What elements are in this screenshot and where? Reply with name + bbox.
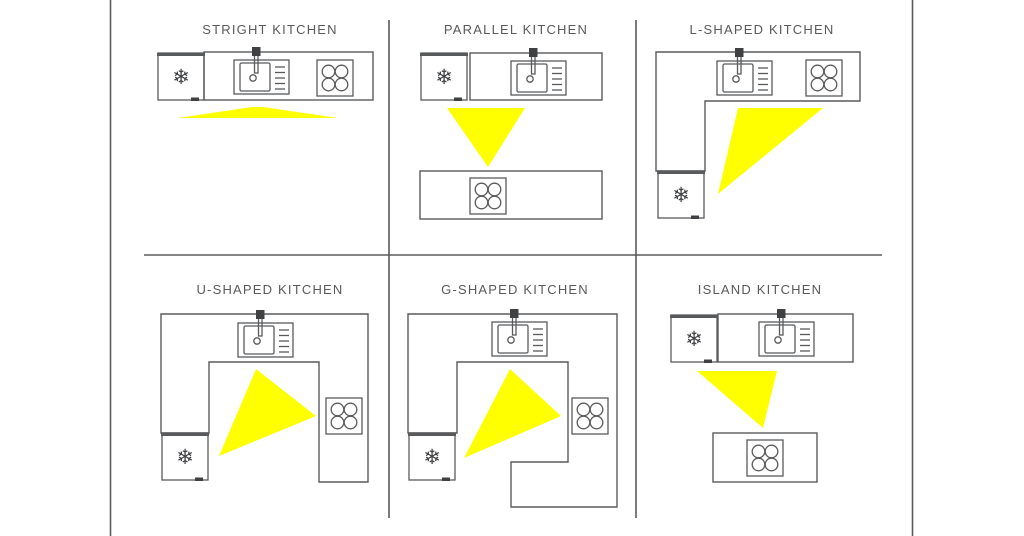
counter: [469, 52, 603, 101]
u-shaped-kitchen-diagram: [159, 309, 369, 483]
sink-icon: [491, 308, 548, 357]
cell-title-l-shaped: L-SHAPED KITCHEN: [689, 22, 835, 37]
sink-icon: [716, 47, 773, 96]
work-triangle: [447, 108, 525, 167]
hob-icon: [469, 177, 507, 215]
straight-kitchen-diagram: [155, 46, 374, 118]
grid-lines: [109, 0, 914, 536]
fridge-icon: [418, 51, 470, 103]
sink-icon: [233, 46, 290, 95]
fridge-icon: [406, 431, 458, 483]
g-shaped-kitchen-diagram: [406, 308, 618, 508]
sink-icon: [758, 308, 815, 357]
hob-icon: [746, 439, 784, 477]
cell-title-parallel: PARALLEL KITCHEN: [443, 22, 589, 37]
sink-icon: [237, 309, 294, 358]
island-counter: [712, 432, 818, 483]
work-triangle: [697, 371, 777, 428]
island-counter: [419, 170, 603, 220]
cell-title-island: ISLAND KITCHEN: [697, 282, 823, 297]
island-kitchen-diagram: [668, 308, 854, 483]
parallel-kitchen-diagram: [418, 47, 603, 220]
hob-icon: [325, 397, 363, 435]
cell-title-straight: STRIGHT KITCHEN: [202, 22, 338, 37]
sink-icon: [510, 47, 567, 96]
fridge-icon: [155, 51, 207, 103]
fridge-icon: [668, 313, 720, 365]
l-shaped-kitchen-diagram: [655, 47, 861, 221]
hob-icon: [571, 397, 609, 435]
work-triangle: [178, 107, 338, 118]
work-triangle: [718, 108, 823, 194]
counter: [717, 313, 854, 363]
hob-icon: [805, 59, 843, 97]
cell-title-g-shaped: G-SHAPED KITCHEN: [441, 282, 589, 297]
fridge-icon: [655, 169, 707, 221]
hob-icon: [316, 59, 354, 97]
cell-title-u-shaped: U-SHAPED KITCHEN: [196, 282, 344, 297]
work-triangle: [464, 369, 561, 458]
work-triangle: [219, 369, 316, 456]
counter: [655, 51, 861, 172]
fridge-icon: [159, 431, 211, 483]
